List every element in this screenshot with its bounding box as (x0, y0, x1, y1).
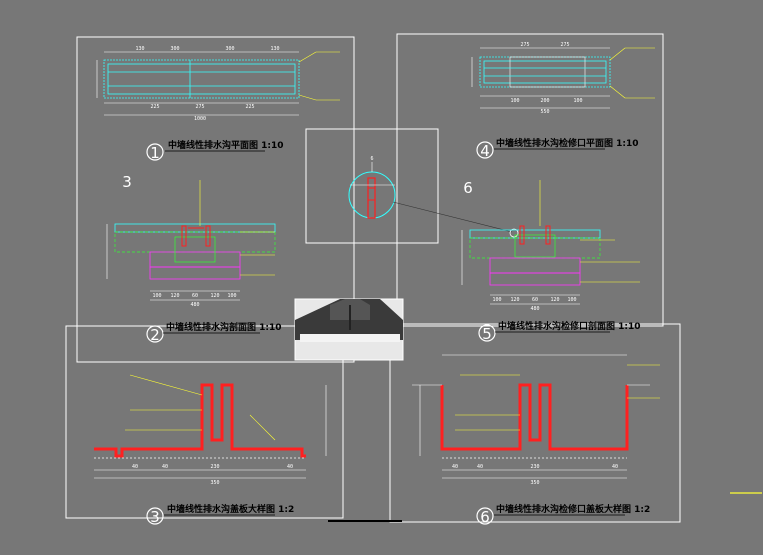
drawing-number: 3 (150, 508, 160, 526)
dim: 100 (152, 293, 161, 299)
dim: 40 (477, 464, 483, 470)
dim-bottom: 225 (150, 104, 159, 110)
dim-bottom: 200 (540, 98, 549, 104)
drawing-1-plan: 130 300 300 130 225 275 225 1000 1 中墙线性排… (96, 46, 340, 162)
drawing-title: 中墙线性排水沟检修口盖板大样图 1:2 (496, 503, 650, 515)
drawing-number-circle (146, 143, 164, 161)
dim-bottom: 100 (510, 98, 519, 104)
dim: 60 (192, 293, 198, 299)
drawing-number: 5 (482, 325, 492, 343)
drawing-title: 中墙线性排水沟盖板大样图 1:2 (167, 503, 294, 515)
dim-total: 550 (540, 109, 549, 115)
drawing-5-section: 6 100 120 60 120 100 480 5 中墙线性排水沟检修口剖面图… (461, 179, 641, 343)
frame-drawing-3 (65, 325, 344, 519)
dim-top: 300 (170, 46, 179, 52)
dim: 40 (612, 464, 618, 470)
drawing-3-detail: 40 40 230 40 350 3 中墙线性排水沟盖板大样图 1:2 (94, 374, 327, 526)
dim-top: 275 (520, 42, 529, 48)
frame-drawing-1-2 (76, 36, 355, 363)
dim: 40 (132, 464, 138, 470)
drawing-title: 中墙线性排水沟平面图 1:10 (168, 139, 284, 151)
callout-6: 6 (463, 179, 473, 197)
dim: 100 (492, 297, 501, 303)
dim: 40 (287, 464, 293, 470)
3d-render-inset (294, 298, 404, 361)
dim: 120 (170, 293, 179, 299)
drawing-number: 6 (480, 508, 490, 526)
dim-total: 480 (530, 306, 539, 312)
dim-total: 350 (530, 480, 539, 486)
callout-3: 3 (122, 173, 132, 191)
detail-view: 6 (348, 156, 519, 238)
drawing-number: 4 (480, 142, 490, 160)
dim: 120 (210, 293, 219, 299)
dim-total: 350 (210, 480, 219, 486)
dim-top: 130 (270, 46, 279, 52)
dim: 120 (550, 297, 559, 303)
dim-bottom: 225 (245, 104, 254, 110)
detail-marker: 6 (370, 156, 373, 162)
drawing-title: 中墙线性排水沟剖面图 1:10 (166, 321, 282, 333)
drawing-title: 中墙线性排水沟检修口平面图 1:10 (496, 137, 639, 149)
dim: 40 (452, 464, 458, 470)
drawing-4-plan: 275 275 100 200 100 550 4 中墙线性排水沟检修口平面图 … (471, 42, 655, 160)
dim-top: 130 (135, 46, 144, 52)
frame-drawing-4-5 (396, 33, 664, 327)
drawing-number: 2 (150, 326, 160, 344)
drawing-2-section: 3 100 120 60 120 100 480 2 中墙线性排水沟剖面图 1:… (106, 173, 282, 344)
dim: 230 (210, 464, 219, 470)
dim: 230 (530, 464, 539, 470)
dim-total: 1000 (194, 116, 206, 122)
drawing-title: 中墙线性排水沟检修口剖面图 1:10 (498, 320, 641, 332)
dim: 100 (227, 293, 236, 299)
drawing-6-detail: 40 40 230 40 350 6 中墙线性排水沟检修口盖板大样图 1:2 (412, 354, 660, 526)
dim-top: 300 (225, 46, 234, 52)
frame-drawing-6 (389, 323, 681, 523)
dim-total: 480 (190, 302, 199, 308)
dim-bottom: 275 (195, 104, 204, 110)
dim: 100 (567, 297, 576, 303)
dim-top: 275 (560, 42, 569, 48)
dim: 60 (532, 297, 538, 303)
frame-detail-view (305, 128, 439, 244)
dim-bottom: 100 (573, 98, 582, 104)
drawing-number: 1 (150, 144, 160, 162)
dim: 120 (510, 297, 519, 303)
dim: 40 (162, 464, 168, 470)
